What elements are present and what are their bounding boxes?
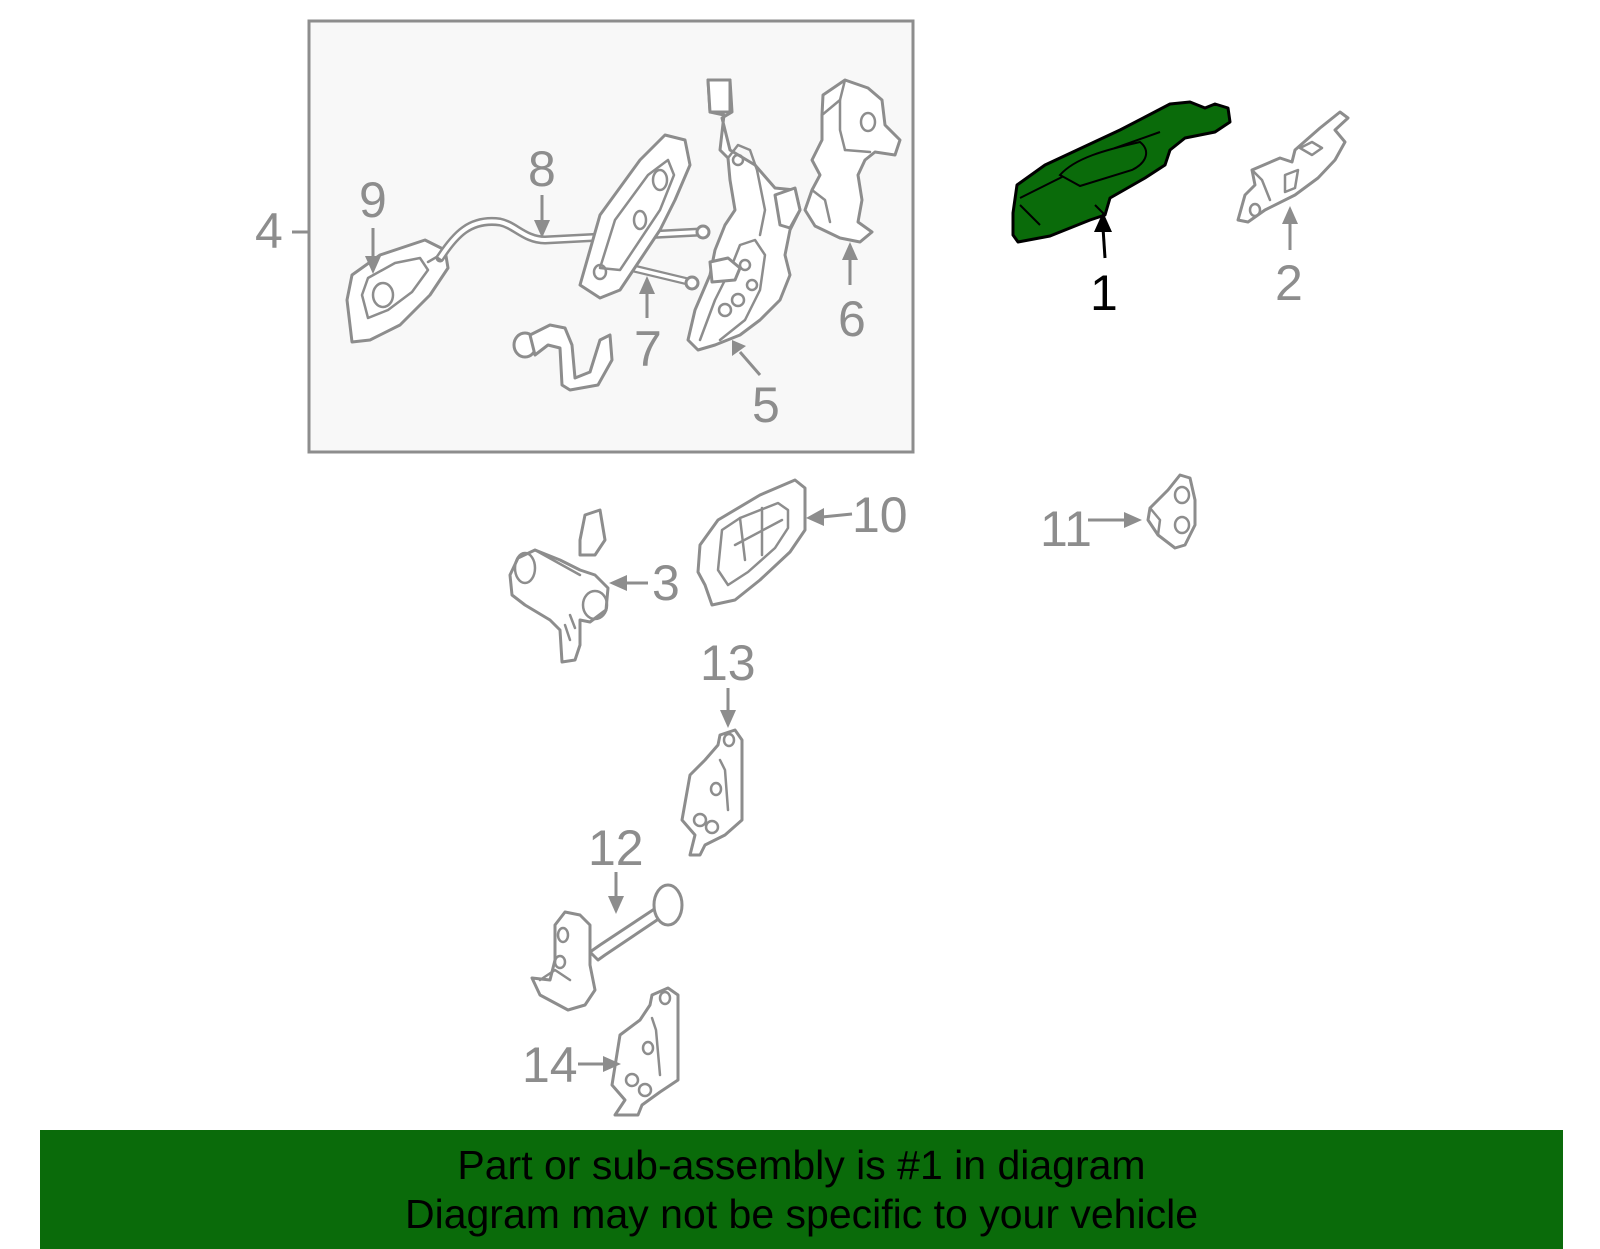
part-2-handle-bracket[interactable] xyxy=(1236,110,1350,224)
part-13-hinge-upper[interactable] xyxy=(680,728,744,857)
callout-4: 4 xyxy=(255,203,283,259)
callout-11: 11 xyxy=(1040,501,1092,557)
callout-labels: 1 2 3 4 5 6 7 8 9 10 11 12 13 14 xyxy=(255,141,1303,1093)
part-6-lock-mechanism[interactable] xyxy=(803,78,902,244)
callout-10: 10 xyxy=(852,487,908,543)
part-11-plug[interactable] xyxy=(1146,473,1197,550)
part-3-lock-cylinder[interactable] xyxy=(508,508,610,664)
callout-7: 7 xyxy=(634,321,662,377)
part-5-latch[interactable] xyxy=(686,78,802,352)
parts-diagram: 1 2 3 4 5 6 7 8 9 10 11 12 13 14 xyxy=(255,19,1350,1117)
footer-banner: Part or sub-assembly is #1 in diagram Di… xyxy=(40,1130,1563,1249)
leader-lines xyxy=(292,195,1298,1072)
callout-5: 5 xyxy=(752,377,780,433)
part-10-inside-handle[interactable] xyxy=(696,478,807,607)
part-1-outside-handle[interactable] xyxy=(1011,100,1232,244)
footer-line-2: Diagram may not be specific to your vehi… xyxy=(404,1190,1198,1237)
callout-1: 1 xyxy=(1090,265,1118,321)
footer-line-1: Part or sub-assembly is #1 in diagram xyxy=(457,1141,1146,1188)
part-cable-end xyxy=(512,323,614,392)
part-bracket-plate xyxy=(578,133,692,300)
callout-14: 14 xyxy=(522,1037,578,1093)
part-12-door-check[interactable] xyxy=(530,883,684,1012)
callout-9: 9 xyxy=(359,172,387,228)
callout-13: 13 xyxy=(700,635,756,691)
callout-12: 12 xyxy=(588,820,644,876)
callout-8: 8 xyxy=(528,141,556,197)
part-14-hinge-lower[interactable] xyxy=(610,986,680,1117)
callout-6: 6 xyxy=(838,291,866,347)
part-8-rod[interactable] xyxy=(435,216,711,263)
callout-2: 2 xyxy=(1275,255,1303,311)
callout-3: 3 xyxy=(652,555,680,611)
